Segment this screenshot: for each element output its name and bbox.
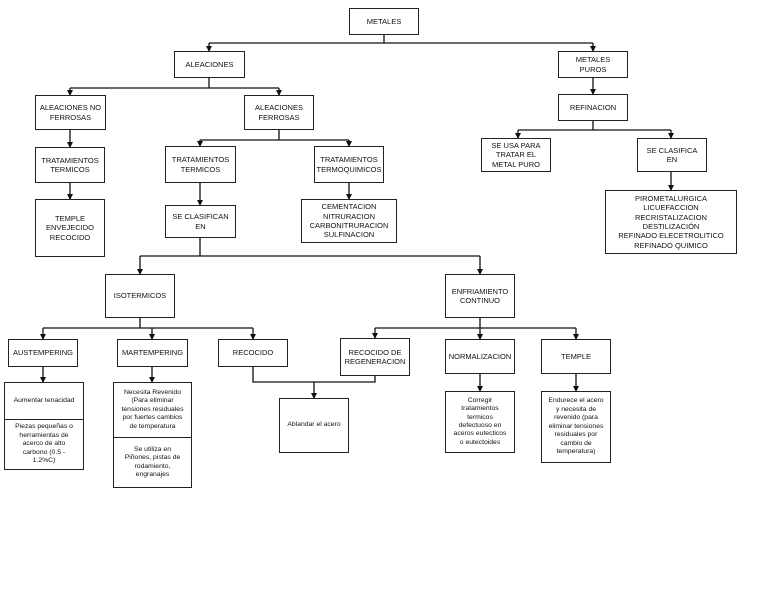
node-ablandar-el-acero: Ablandar el acero xyxy=(279,398,349,453)
node-recocido: RECOCIDO xyxy=(218,339,288,367)
node-normalizacion-desc: Corregir tratamientos termicos defectuos… xyxy=(445,391,515,453)
connector-ferrosas-bus xyxy=(200,130,349,141)
node-martempering-desc: Necesita Revenido (Para eliminar tension… xyxy=(113,382,192,488)
mart-desc-use: Necesita Revenido (Para eliminar tension… xyxy=(121,388,184,430)
node-se-clasifican-en: SE CLASIFICAN EN xyxy=(165,205,236,238)
node-isotermicos: ISOTERMICOS xyxy=(105,274,175,318)
node-metales-puros: METALES PUROS xyxy=(558,51,628,78)
node-recocido-de-regeneracion: RECOCIDO DE REGENERACION xyxy=(340,338,410,376)
connector-refinacion-bus xyxy=(518,121,671,131)
aust-desc-use: Aumentar tenacidad xyxy=(13,396,75,404)
node-tratamientos-termicos-no-ferrosas: TRATAMIENTOS TERMICOS xyxy=(35,147,105,183)
connector-enfriamiento-bus xyxy=(375,318,576,329)
node-austempering-desc: Aumentar tenacidad Piezas pequeñas o her… xyxy=(4,382,84,470)
node-se-usa-para: SE USA PARA TRATAR EL METAL PURO xyxy=(481,138,551,172)
connector-metales-bus xyxy=(209,35,593,44)
connector-isotermicos-bus xyxy=(43,318,253,329)
node-aleaciones: ALEACIONES xyxy=(174,51,245,78)
node-normalizacion: NORMALIZACION xyxy=(445,339,515,374)
node-refinacion-list: PIROMETALURGICA LICUEFACCION RECRISTALIZ… xyxy=(605,190,737,254)
node-temple-desc: Endurece el acero y necesita de revenido… xyxy=(541,391,611,463)
node-metales: METALES xyxy=(349,8,419,35)
node-se-clasifica-en: SE CLASIFICA EN xyxy=(637,138,707,172)
node-temple: TEMPLE xyxy=(541,339,611,374)
node-enfriamiento-continuo: ENFRIAMIENTO CONTINUO xyxy=(445,274,515,318)
aust-desc-application: Piezas pequeñas o herramientas de acerco… xyxy=(5,419,83,469)
node-temple-envejecido-recocido: TEMPLE ENVEJECIDO RECOCIDO xyxy=(35,199,105,257)
node-aleaciones-ferrosas: ALEACIONES FERROSAS xyxy=(244,95,314,130)
node-austempering: AUSTEMPERING xyxy=(8,339,78,367)
connector-se-clasifican-bus xyxy=(140,238,480,257)
node-martempering: MARTEMPERING xyxy=(117,339,188,367)
node-refinacion: REFINACION xyxy=(558,94,628,121)
connector-aleaciones-bus xyxy=(70,78,279,89)
mart-desc-application: Se utiliza en Piñones, pistas de rodamie… xyxy=(114,437,191,487)
node-tratamientos-termoquimicos: TRATAMIENTOS TERMOQUIMICOS xyxy=(314,146,384,183)
node-termoquimicos-list: CEMENTACION NITRURACION CARBONITRURACION… xyxy=(301,199,397,243)
node-aleaciones-no-ferrosas: ALEACIONES NO FERROSAS xyxy=(35,95,106,130)
node-tratamientos-termicos-ferrosas: TRATAMIENTOS TERMICOS xyxy=(165,146,236,183)
